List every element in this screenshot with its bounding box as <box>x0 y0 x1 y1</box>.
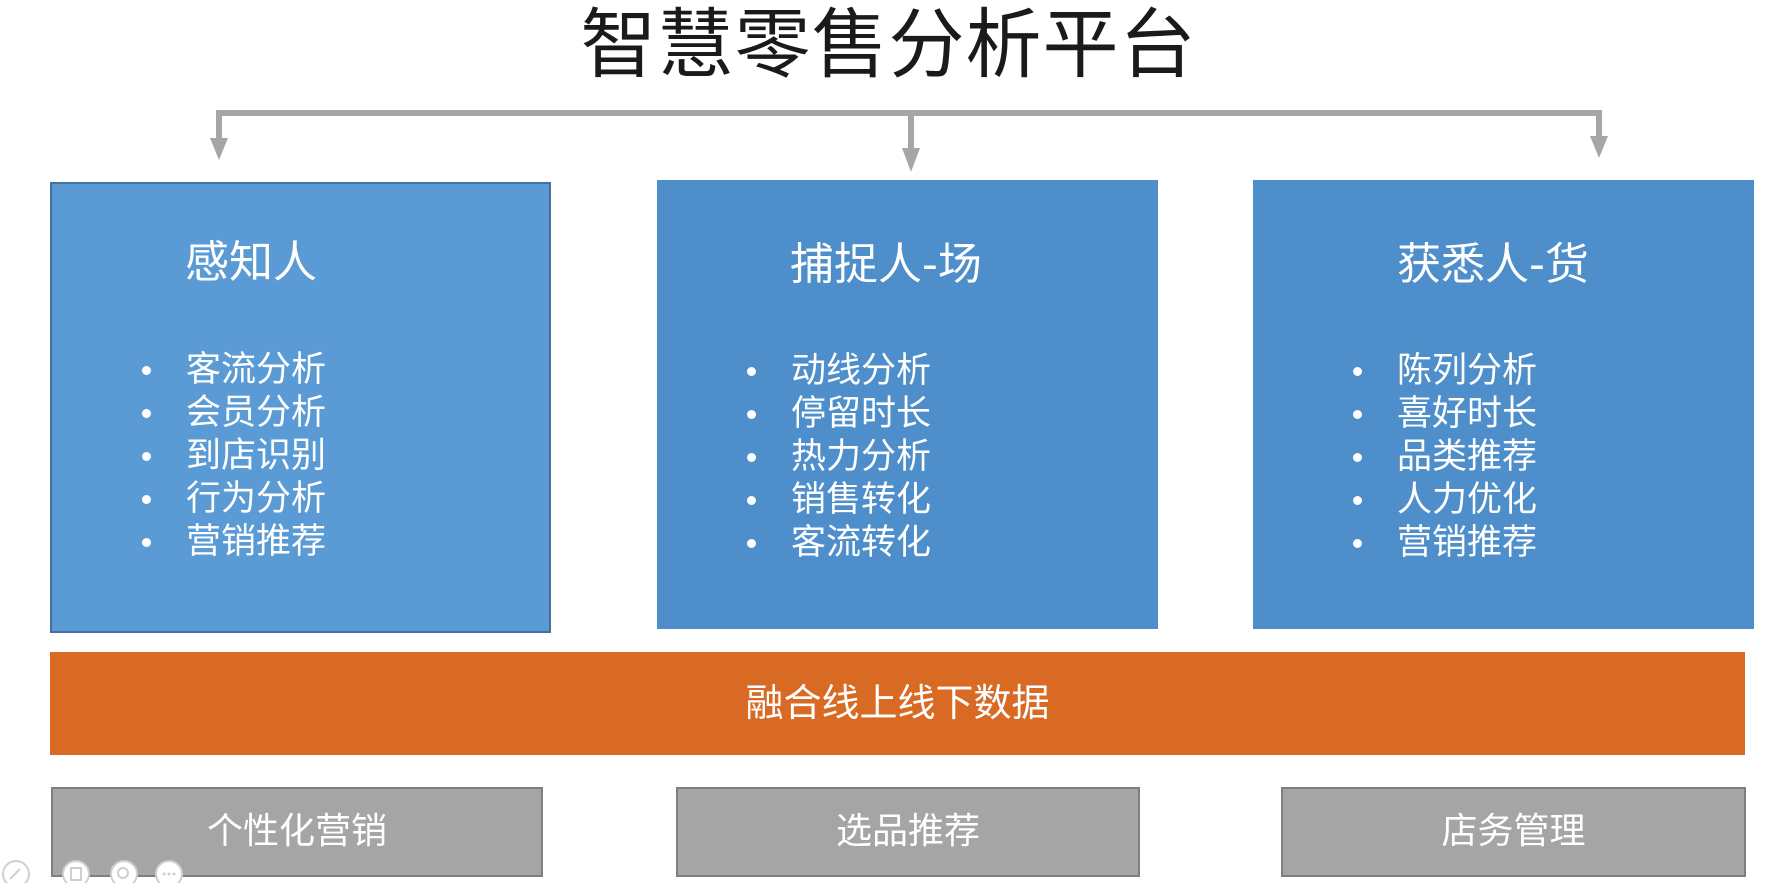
bullet-text: 营销推荐 <box>186 522 327 562</box>
bullet-item: 到店识别 <box>140 435 326 478</box>
bullet-text: 人力优化 <box>1397 480 1538 520</box>
slide-toolbar <box>0 858 200 883</box>
bullet-text: 到店识别 <box>186 436 327 476</box>
bullet-text: 品类推荐 <box>1397 437 1538 477</box>
bullet-text: 客流转化 <box>791 523 932 563</box>
bullet-item: 喜好时长 <box>1351 393 1537 436</box>
bullet-dot-icon <box>142 452 151 461</box>
bullet-dot-icon <box>747 539 756 548</box>
app-product-selection: 选品推荐 <box>676 787 1140 877</box>
pillar-bullet-list: 陈列分析 喜好时长 品类推荐 人力优化 营销推荐 <box>1351 350 1537 565</box>
bullet-text: 热力分析 <box>791 437 932 477</box>
bullet-item: 热力分析 <box>745 436 931 479</box>
bullet-item: 人力优化 <box>1351 479 1537 522</box>
bullet-item: 陈列分析 <box>1351 350 1537 393</box>
bullet-text: 销售转化 <box>791 480 932 520</box>
bullet-dot-icon <box>142 366 151 375</box>
bullet-item: 营销推荐 <box>1351 522 1537 565</box>
arrow-center-icon <box>902 148 920 172</box>
bullet-text: 会员分析 <box>186 393 327 433</box>
bullet-text: 客流分析 <box>186 350 327 390</box>
bullet-dot-icon <box>1353 410 1362 419</box>
bullet-item: 销售转化 <box>745 479 931 522</box>
app-store-management: 店务管理 <box>1281 787 1746 877</box>
pillar-bullet-list: 客流分析 会员分析 到店识别 行为分析 营销推荐 <box>140 349 326 564</box>
app-personalized-marketing: 个性化营销 <box>51 787 543 877</box>
bullet-dot-icon <box>747 367 756 376</box>
page-title: 智慧零售分析平台 <box>580 0 1197 89</box>
bullet-dot-icon <box>142 538 151 547</box>
bullet-text: 喜好时长 <box>1397 394 1538 434</box>
bullet-dot-icon <box>747 453 756 462</box>
bullet-item: 会员分析 <box>140 392 326 435</box>
bullet-dot-icon <box>142 409 151 418</box>
bullet-item: 行为分析 <box>140 478 326 521</box>
bullet-dot-icon <box>1353 496 1362 505</box>
bullet-dot-icon <box>1353 453 1362 462</box>
bullet-text: 行为分析 <box>186 479 327 519</box>
bullet-dot-icon <box>1353 367 1362 376</box>
pillar-bullet-list: 动线分析 停留时长 热力分析 销售转化 客流转化 <box>745 350 931 565</box>
bullet-item: 动线分析 <box>745 350 931 393</box>
pillar-know-people-goods: 获悉人-货 陈列分析 喜好时长 品类推荐 人力优化 营销推荐 <box>1253 180 1754 629</box>
bullet-item: 客流转化 <box>745 522 931 565</box>
bullet-text: 动线分析 <box>791 351 932 391</box>
pillar-title: 捕捉人-场 <box>790 239 982 290</box>
more-icon[interactable] <box>155 860 183 883</box>
bullet-dot-icon <box>747 410 756 419</box>
data-integration-bar: 融合线上线下数据 <box>50 652 1745 755</box>
bullet-text: 陈列分析 <box>1397 351 1538 391</box>
pillar-perceive-people: 感知人 客流分析 会员分析 到店识别 行为分析 营销推荐 <box>50 182 551 633</box>
arrow-left-icon <box>210 138 228 160</box>
bullet-item: 营销推荐 <box>140 521 326 564</box>
bullet-item: 客流分析 <box>140 349 326 392</box>
pillar-title: 感知人 <box>185 237 317 288</box>
pillar-title: 获悉人-货 <box>1397 239 1589 290</box>
zoom-icon[interactable] <box>110 860 138 883</box>
bullet-dot-icon <box>1353 539 1362 548</box>
arrow-right-icon <box>1590 136 1608 158</box>
pen-icon[interactable] <box>2 860 30 883</box>
bullet-text: 营销推荐 <box>1397 523 1538 563</box>
bullet-item: 品类推荐 <box>1351 436 1537 479</box>
bullet-dot-icon <box>747 496 756 505</box>
page-icon[interactable] <box>62 860 90 883</box>
bullet-dot-icon <box>142 495 151 504</box>
pillar-capture-people-place: 捕捉人-场 动线分析 停留时长 热力分析 销售转化 客流转化 <box>657 180 1158 629</box>
bullet-item: 停留时长 <box>745 393 931 436</box>
bullet-text: 停留时长 <box>791 394 932 434</box>
